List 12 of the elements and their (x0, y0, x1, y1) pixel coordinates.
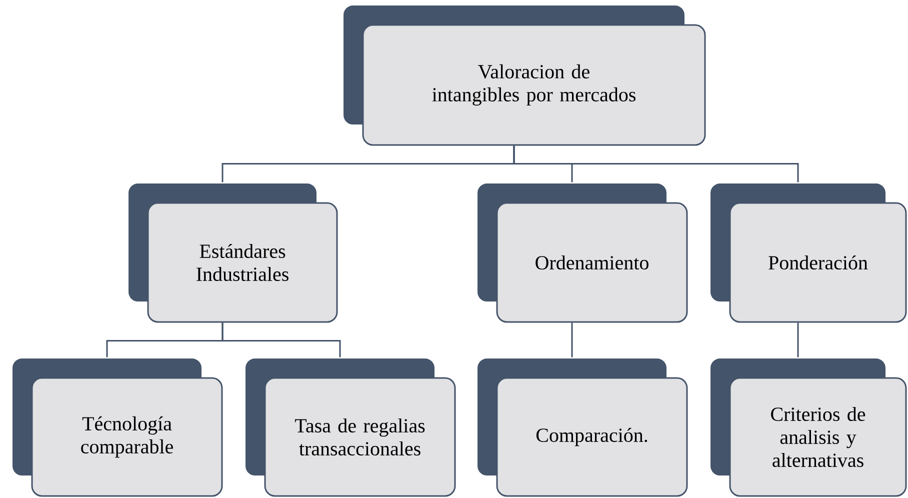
process-box: Ordenamiento (476, 182, 688, 323)
connector-line (797, 322, 799, 358)
connector-line (222, 322, 341, 358)
connector-line (513, 146, 799, 182)
process-box: Ponderación (710, 182, 907, 323)
connector-line (571, 322, 573, 358)
process-box: Estándares Industriales (128, 182, 338, 323)
process-box: Tasa de regalias transaccionales (244, 358, 456, 497)
process-box: Comparación. (476, 358, 688, 497)
process-box: Técnología comparable (12, 358, 223, 497)
process-box: Criterios de analisis y alternativas (710, 358, 907, 497)
process-box: Valoracion de intangibles por mercados (342, 4, 706, 146)
